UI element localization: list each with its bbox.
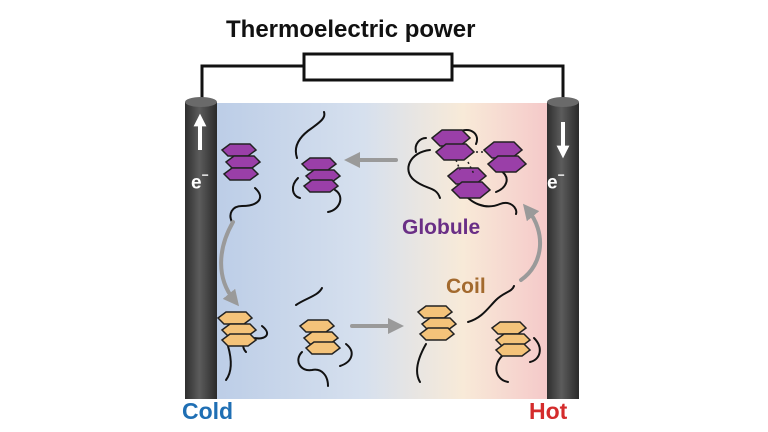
- cold-label: Cold: [182, 398, 234, 424]
- arrow-cold-down-curve: [219, 220, 240, 307]
- electron-label-left: e−: [191, 168, 209, 194]
- molecule-top-left-b: [222, 167, 260, 181]
- molecule-top-left-a: [220, 143, 262, 169]
- arrow-hot-up-curve: [519, 203, 542, 282]
- cold-electrode: [185, 97, 217, 399]
- resistor: [302, 52, 454, 82]
- globule-cluster: [430, 129, 528, 199]
- globule-molecules: [220, 129, 528, 199]
- electron-label-right: e−: [547, 168, 565, 194]
- coil-molecules: [216, 305, 532, 357]
- molecule-top-mid-b: [302, 179, 340, 193]
- molecule-top-mid-a: [300, 157, 342, 183]
- globule-label: Globule: [402, 216, 481, 239]
- hot-label: Hot: [529, 398, 568, 424]
- hot-electrode: [547, 97, 579, 399]
- coil-label: Coil: [446, 275, 486, 298]
- process-arrows: [219, 152, 542, 334]
- globule-stacking-dashes: [455, 151, 484, 175]
- circuit-wire: [200, 64, 565, 106]
- diagram-title: Thermoelectric power: [226, 16, 476, 43]
